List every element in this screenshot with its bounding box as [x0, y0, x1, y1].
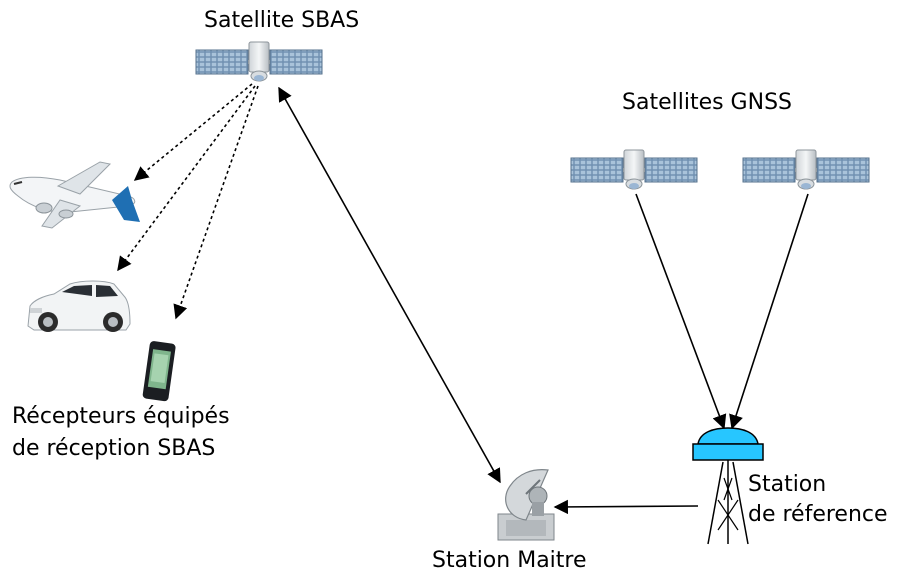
handheld-receiver-icon — [142, 341, 176, 402]
sbas-master-uplink — [278, 86, 501, 484]
airplane-icon — [9, 161, 140, 229]
receivers-label-line1: Récepteurs équipés — [12, 404, 230, 429]
antenna-tower-icon — [692, 427, 764, 545]
reference-station-label-line1: Station — [748, 472, 827, 497]
reference-to-master-link — [553, 499, 699, 515]
gnss1-to-reference-link — [635, 193, 727, 430]
gnss-satellite-1-icon — [570, 149, 698, 190]
receivers-label-line2: de réception SBAS — [12, 436, 216, 461]
satellite-dish-icon — [497, 469, 555, 541]
sbas-to-car-link — [117, 85, 256, 272]
gnss-satellites-label: Satellites GNSS — [622, 90, 792, 115]
gnss2-to-reference-link — [729, 193, 809, 430]
sbas-satellite-label: Satellite SBAS — [204, 8, 360, 33]
sbas-satellite-icon — [195, 41, 323, 82]
sbas-to-airplane-link — [133, 83, 253, 181]
master-station-label: Station Maitre — [432, 548, 587, 573]
car-icon — [27, 280, 131, 332]
sbas-to-phone-link — [173, 85, 259, 320]
reference-station-label-line2: de réference — [748, 502, 888, 527]
gnss-satellite-2-icon — [742, 149, 870, 190]
